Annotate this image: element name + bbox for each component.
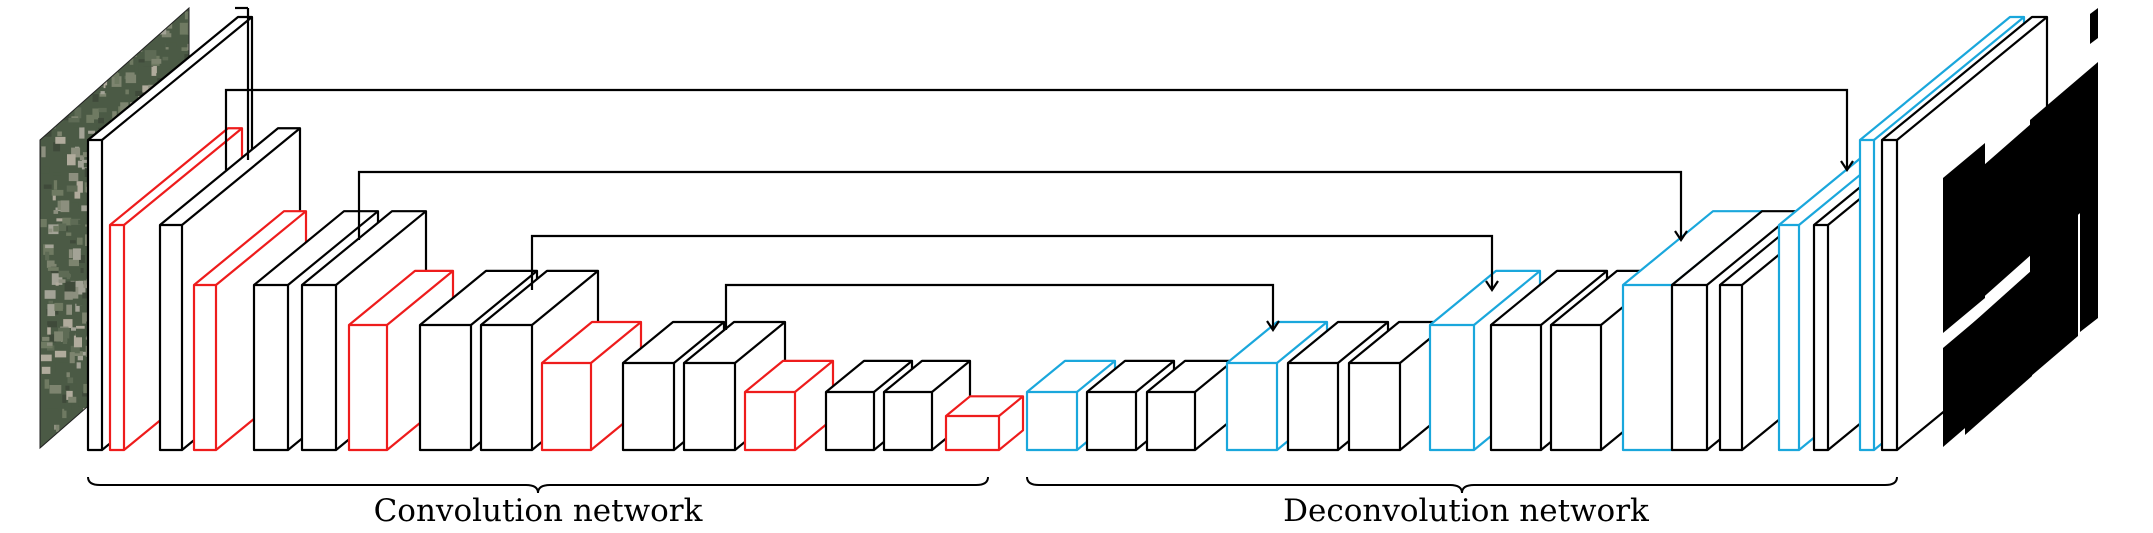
output-segmentation-mask — [1943, 8, 2098, 447]
mask-segment — [1960, 123, 2032, 318]
mask-segment — [2080, 168, 2098, 332]
layer-block-pool — [944, 395, 1025, 452]
mask-segment — [1965, 270, 2032, 435]
section-brace — [87, 476, 989, 494]
layer-block-pool — [743, 359, 835, 452]
section-brace — [1026, 476, 1898, 494]
layer-blocks — [86, 15, 2049, 452]
section-braces — [87, 476, 1898, 494]
skip-connection-arrow — [224, 88, 1854, 172]
skip-connection-arrow — [724, 283, 1280, 332]
decoder-label: Deconvolution network — [1283, 493, 1649, 529]
encoder-label: Convolution network — [373, 493, 703, 529]
mask-segment — [2030, 180, 2078, 377]
skip-connection-arrow — [357, 170, 1688, 242]
skip-connections — [224, 6, 1854, 332]
layer-block-pool — [540, 320, 643, 452]
skip-connection-arrow — [530, 234, 1499, 292]
